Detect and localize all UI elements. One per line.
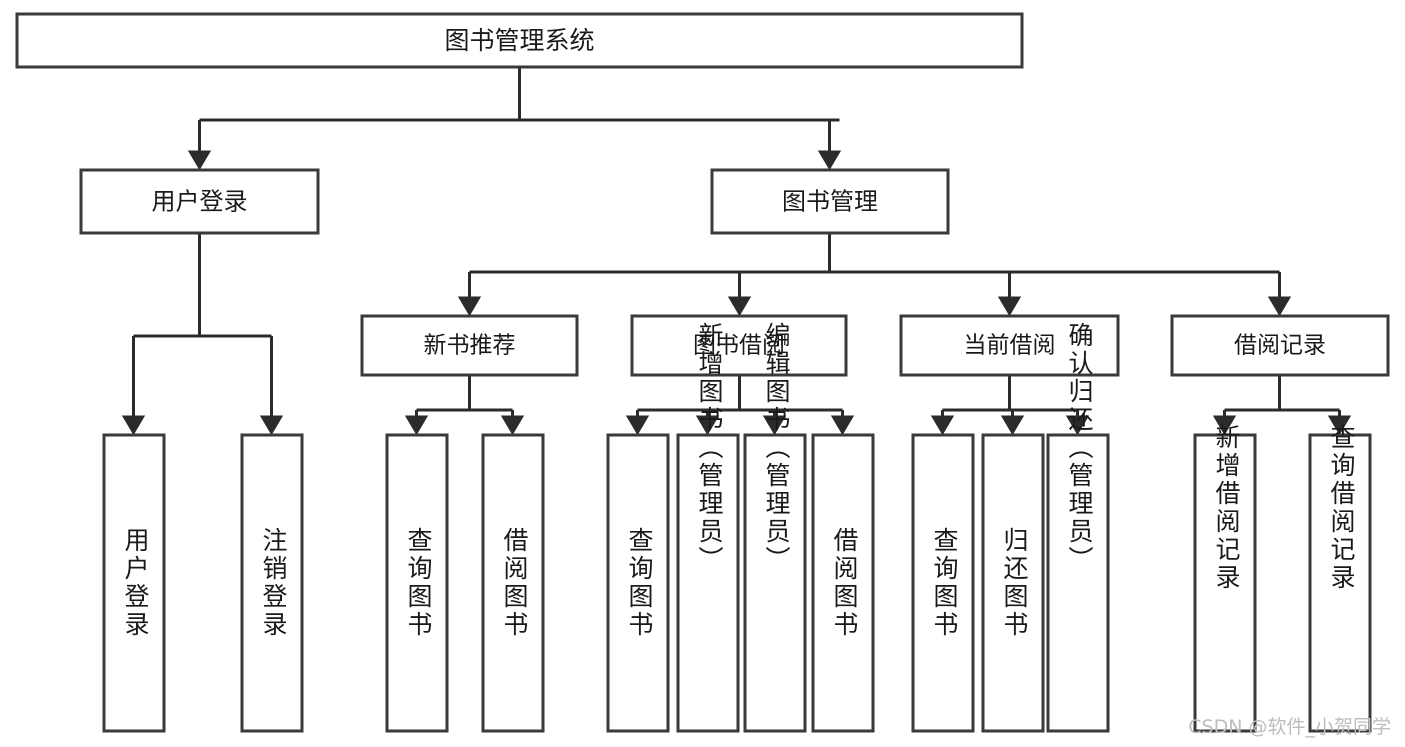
node-book-borrow-label: 图书借阅 (693, 333, 785, 359)
leaf-borrow-books-new-label: 借阅图书 (500, 527, 529, 639)
leaf-confirm-return-admin-box[interactable] (1046, 433, 1110, 733)
leaf-query-borrow-record[interactable]: 查询借阅记录 (1308, 424, 1372, 733)
leaf-add-borrow-record-label: 新增借阅记录 (1212, 424, 1241, 592)
leaf-query-books-new-label: 查询图书 (404, 527, 433, 639)
leaf-query-books-current-box[interactable] (911, 433, 975, 733)
leaf-add-book-admin[interactable]: 新增图书（管理员） (676, 322, 740, 733)
node-user-login-box[interactable] (79, 168, 320, 235)
edge-group-borrow (625, 375, 855, 436)
node-borrow-records-box[interactable] (1170, 314, 1390, 377)
edge-group-records (1212, 375, 1352, 436)
leaf-add-book-admin-box[interactable] (676, 433, 740, 733)
node-new-book-recommend-label: 新书推荐 (424, 333, 516, 359)
leaf-confirm-return-admin-label: 确认归还（管理员） (1065, 322, 1094, 574)
node-current-borrow-box[interactable] (899, 314, 1120, 377)
edge-group-book-mgmt (457, 233, 1292, 317)
leaf-add-borrow-record-box[interactable] (1193, 433, 1257, 733)
leaf-edit-book-admin[interactable]: 编辑图书（管理员） (743, 322, 807, 733)
leaf-query-borrow-record-label: 查询借阅记录 (1327, 424, 1356, 592)
leaf-add-borrow-record[interactable]: 新增借阅记录 (1193, 424, 1257, 733)
leaf-query-borrow-record-box[interactable] (1308, 433, 1372, 733)
leaf-borrow-books-borrow-label: 借阅图书 (830, 527, 859, 639)
leaf-return-books-box[interactable] (981, 433, 1045, 733)
node-new-book-recommend-box[interactable] (360, 314, 579, 377)
leaf-edit-book-admin-box[interactable] (743, 433, 807, 733)
leaf-return-books[interactable]: 归还图书 (981, 433, 1045, 733)
leaf-borrow-books-new[interactable]: 借阅图书 (481, 433, 545, 733)
node-borrow-records-label: 借阅记录 (1234, 333, 1326, 359)
node-book-management[interactable]: 图书管理 (710, 168, 950, 235)
leaf-confirm-return-admin[interactable]: 确认归还（管理员） (1046, 322, 1110, 733)
leaf-query-books-borrow-box[interactable] (606, 433, 670, 733)
node-root-label: 图书管理系统 (444, 26, 594, 55)
leaf-query-books-new[interactable]: 查询图书 (385, 433, 449, 733)
leaf-logout[interactable]: 注销登录 (240, 433, 304, 733)
leaf-user-login-box[interactable] (102, 433, 166, 733)
node-borrow-records[interactable]: 借阅记录 (1170, 314, 1390, 377)
node-current-borrow-label: 当前借阅 (964, 333, 1056, 359)
leaf-logout-box[interactable] (240, 433, 304, 733)
node-book-borrow-box[interactable] (630, 314, 848, 377)
leaf-edit-book-admin-label: 编辑图书（管理员） (762, 322, 791, 574)
edge-group-user-login (121, 233, 284, 436)
leaf-borrow-books-borrow[interactable]: 借阅图书 (811, 433, 875, 733)
leaf-add-book-admin-label: 新增图书（管理员） (695, 322, 724, 574)
leaf-user-login-label: 用户登录 (121, 527, 150, 639)
leaf-logout-label: 注销登录 (259, 527, 288, 639)
edge-group-current (930, 375, 1090, 436)
leaf-query-books-current[interactable]: 查询图书 (911, 433, 975, 733)
node-user-login[interactable]: 用户登录 (79, 168, 320, 235)
edge-group-new-books (404, 375, 525, 436)
node-current-borrow[interactable]: 当前借阅 (899, 314, 1120, 377)
leaf-user-login[interactable]: 用户登录 (102, 433, 166, 733)
leaf-query-books-borrow[interactable]: 查询图书 (606, 433, 670, 733)
node-root-box[interactable] (15, 12, 1024, 69)
node-root[interactable]: 图书管理系统 (15, 12, 1024, 69)
leaf-query-books-borrow-label: 查询图书 (625, 527, 654, 639)
node-user-login-label: 用户登录 (152, 188, 248, 216)
leaf-borrow-books-borrow-box[interactable] (811, 433, 875, 733)
edge-group-root (187, 67, 842, 171)
leaf-query-books-current-label: 查询图书 (930, 527, 959, 639)
node-new-book-recommend[interactable]: 新书推荐 (360, 314, 579, 377)
node-book-management-box[interactable] (710, 168, 950, 235)
leaf-query-books-new-box[interactable] (385, 433, 449, 733)
node-book-borrow[interactable]: 图书借阅 (630, 314, 848, 377)
node-book-management-label: 图书管理 (782, 188, 878, 216)
leaf-borrow-books-new-box[interactable] (481, 433, 545, 733)
leaf-return-books-label: 归还图书 (1000, 527, 1029, 639)
